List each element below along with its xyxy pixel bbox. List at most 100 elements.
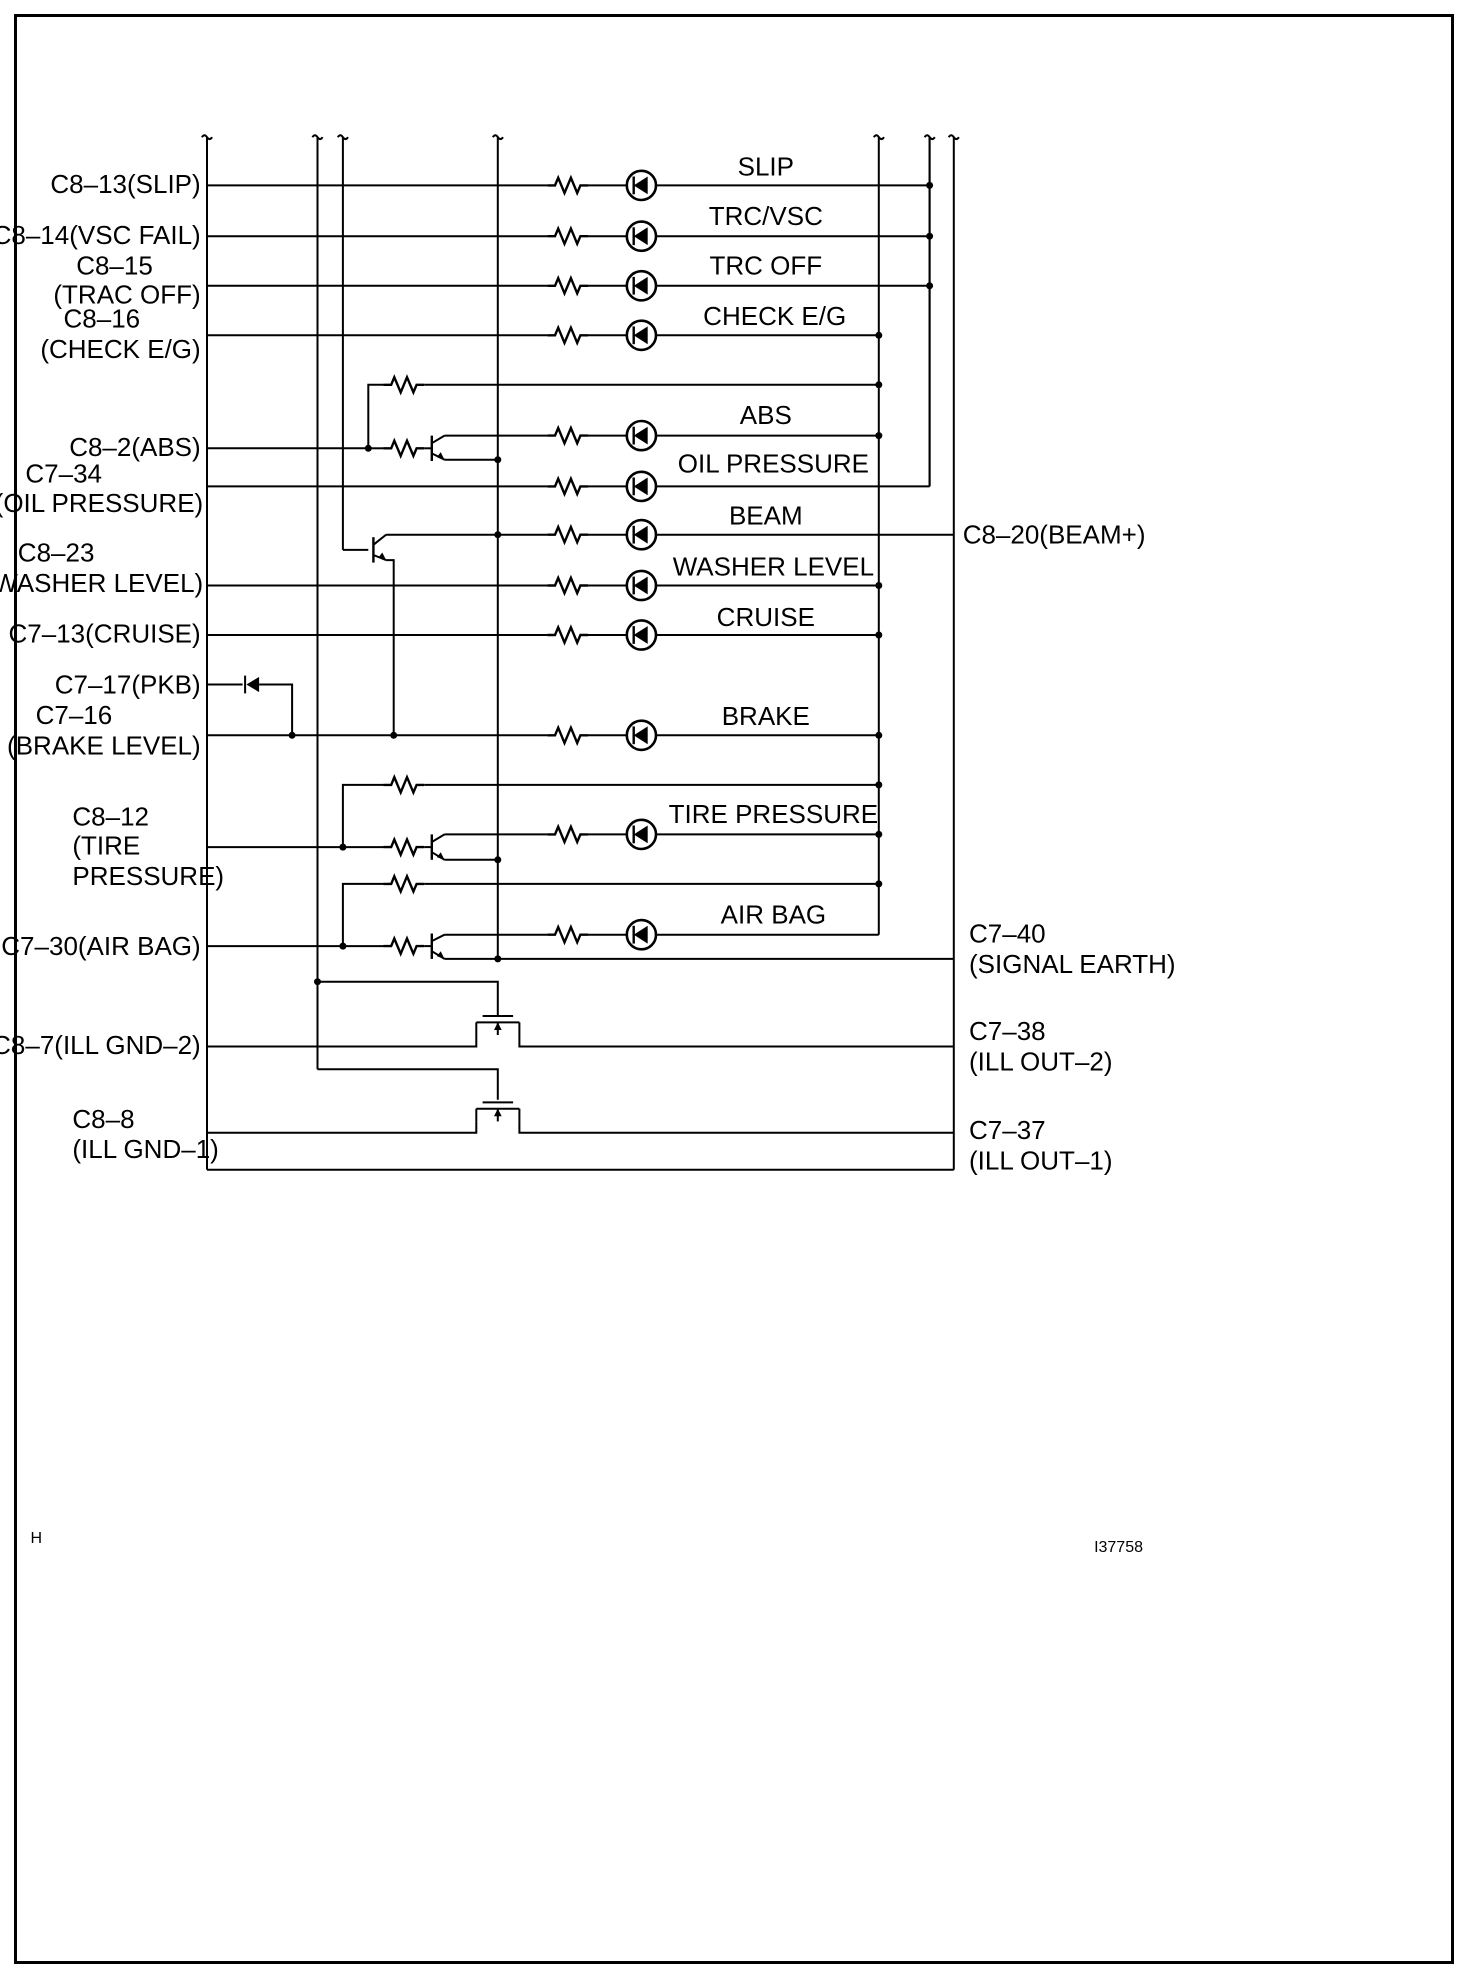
diode-symbol xyxy=(246,676,260,693)
resistor-symbol xyxy=(547,523,588,546)
break-mark xyxy=(201,134,213,141)
junction-dot xyxy=(875,582,883,589)
circuit-wires xyxy=(201,134,960,1171)
terminal-label-abs: C8–2(ABS) xyxy=(69,432,201,462)
resistor-symbol xyxy=(383,935,425,957)
resistor-symbol xyxy=(383,437,425,460)
indicator-label: WASHER LEVEL xyxy=(673,551,874,581)
beam-emitter xyxy=(386,559,395,736)
break-mark xyxy=(947,134,960,141)
terminal-label-signal-earth: (SIGNAL EARTH) xyxy=(969,949,1176,979)
junction-dot xyxy=(875,731,883,739)
ill-gate-1 xyxy=(317,1068,499,1100)
junction-dot xyxy=(875,631,883,639)
resistor-symbol xyxy=(547,225,588,247)
indicator-label: TRC/VSC xyxy=(709,201,823,231)
indicator-label: CRUISE xyxy=(717,602,815,632)
circuit-components xyxy=(246,169,934,1122)
junction-dot xyxy=(875,880,883,888)
terminal-label-tire-pressure: (TIRE xyxy=(72,831,140,861)
ill-gate-2 xyxy=(317,980,499,1016)
resistor-symbol xyxy=(547,823,588,846)
junction-dot xyxy=(494,456,502,464)
terminal-label-check-eg: (CHECK E/G) xyxy=(40,334,200,364)
ill-out-2-line xyxy=(518,1035,954,1048)
resistor-symbol xyxy=(383,374,425,396)
resistor-symbol xyxy=(383,836,425,858)
abs-bias xyxy=(367,383,384,449)
junction-dot xyxy=(314,978,321,986)
resistor-symbol xyxy=(383,774,425,796)
junction-dot xyxy=(875,781,883,789)
terminal-label-oil-pressure: (OIL PRESSURE) xyxy=(0,488,203,518)
mosfet-switch-symbol xyxy=(475,1101,521,1122)
diagram-frame xyxy=(14,14,1454,1964)
resistor-symbol xyxy=(547,475,588,498)
terminal-label-ill-out-2: (ILL OUT–2) xyxy=(969,1047,1113,1077)
terminal-label-tire-pressure: PRESSURE) xyxy=(72,861,224,891)
ill-gnd-1-line xyxy=(207,1121,478,1134)
indicator-lamp-icon xyxy=(625,419,658,452)
resistor-symbol xyxy=(547,324,588,347)
junction-dot xyxy=(926,232,934,240)
terminal-label-check-eg: C8–16 xyxy=(64,304,141,334)
pkb-line xyxy=(259,683,294,736)
junction-dot xyxy=(288,731,296,739)
indicator-label: TRC OFF xyxy=(709,250,822,280)
indicator-label: ABS xyxy=(740,400,792,430)
transistor-symbol xyxy=(430,833,446,861)
break-mark xyxy=(336,134,349,141)
terminal-label-air-bag: C7–30(AIR BAG) xyxy=(1,931,200,961)
resistor-symbol xyxy=(383,873,425,895)
terminal-label-ill-out-2: C7–38 xyxy=(969,1016,1046,1046)
break-mark xyxy=(491,134,504,141)
terminal-label-signal-earth: C7–40 xyxy=(969,918,1046,948)
indicator-lamp-icon xyxy=(625,518,658,551)
junction-dot xyxy=(875,381,883,389)
junction-dot xyxy=(364,444,372,452)
terminal-label-ill-gnd-1: C8–8 xyxy=(72,1104,134,1134)
terminal-label-brake-level: (BRAKE LEVEL) xyxy=(7,730,201,760)
terminal-label-vsc-fail: C8–14(VSC FAIL) xyxy=(0,220,201,250)
airbag-bias xyxy=(341,882,384,947)
terminal-label-washer-level: C8–23 xyxy=(18,537,95,567)
indicator-lamp-icon xyxy=(625,619,658,651)
indicator-label: BEAM xyxy=(729,501,803,531)
resistor-symbol xyxy=(547,424,588,447)
indicator-lamp-icon xyxy=(625,269,658,302)
indicator-lamp-icon xyxy=(625,319,658,352)
resistor-symbol xyxy=(547,923,588,946)
junction-dot xyxy=(494,856,502,864)
junction-dot xyxy=(926,282,934,290)
terminal-label-cruise: C7–13(CRUISE) xyxy=(9,619,201,649)
indicator-lamp-icon xyxy=(625,169,658,202)
junction-dot xyxy=(926,181,934,189)
terminal-label-trac-off: (TRAC OFF) xyxy=(53,280,200,310)
terminal-label-pkb: C7–17(PKB) xyxy=(55,669,201,699)
junction-dot xyxy=(875,830,883,838)
terminal-label-brake-level: C7–16 xyxy=(36,700,113,730)
transistor-symbol xyxy=(430,933,446,960)
transistor-symbol xyxy=(430,434,446,461)
resistor-symbol xyxy=(547,624,588,646)
junction-dot xyxy=(494,531,502,539)
resistor-symbol xyxy=(547,574,588,597)
junction-dot xyxy=(339,843,347,851)
indicator-label: CHECK E/G xyxy=(703,301,846,331)
indicator-label: BRAKE xyxy=(722,701,810,731)
corner-mark: H xyxy=(31,1530,43,1547)
indicator-lamp-icon xyxy=(625,918,658,951)
junction-dot xyxy=(494,955,502,963)
indicator-lamp-icon xyxy=(625,220,658,253)
circuit-labels: C8–13(SLIP)C8–14(VSC FAIL)C8–15(TRAC OFF… xyxy=(0,151,1176,1556)
indicator-label: SLIP xyxy=(738,151,794,181)
terminal-label-ill-out-1: (ILL OUT–1) xyxy=(969,1146,1113,1176)
break-mark xyxy=(872,134,885,141)
figure-id: I37758 xyxy=(1094,1539,1143,1556)
terminal-label-oil-pressure: C7–34 xyxy=(25,459,102,489)
tire-bias xyxy=(341,783,384,848)
mosfet-switch-symbol xyxy=(475,1015,521,1035)
resistor-symbol xyxy=(547,724,588,747)
junction-dot xyxy=(390,731,398,739)
